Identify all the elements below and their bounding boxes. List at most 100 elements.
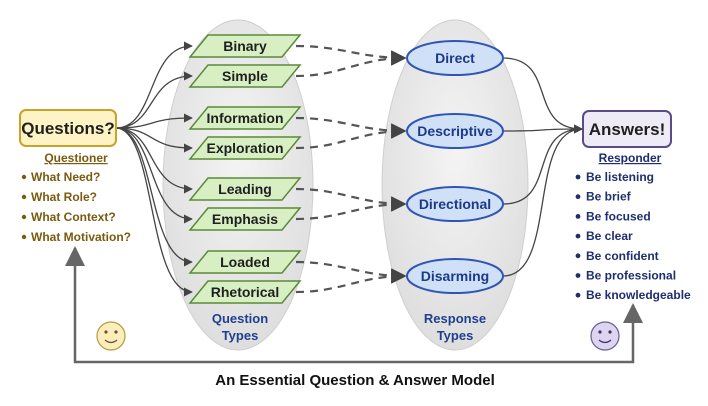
bullet-icon: [575, 253, 581, 259]
questioner-item-label: What Role?: [31, 190, 97, 204]
bullet-icon: [575, 214, 581, 219]
question-types-title-line2: Types: [222, 328, 259, 343]
question-type-item: Exploration: [188, 136, 302, 160]
response-type-item: Directional: [406, 186, 504, 222]
questioner-item-label: What Need?: [31, 170, 100, 184]
question-connector: [115, 127, 193, 224]
responder-title: Responder: [599, 151, 662, 165]
responder-list-item: Be confident: [575, 249, 659, 263]
question-connectors: [115, 41, 193, 297]
question-connector: [115, 41, 193, 129]
responder-item-label: Be brief: [586, 190, 632, 204]
answer-connector: [502, 124, 583, 277]
questioner-item-label: What Motivation?: [31, 230, 131, 244]
question-type-item: Binary: [188, 34, 302, 58]
responder-list-item: Be professional: [575, 269, 676, 283]
questioner-list-item: What Role?: [21, 190, 97, 204]
question-type-item: Leading: [188, 177, 302, 201]
responder-item-label: Be confident: [586, 249, 659, 263]
question-type-shape: [188, 250, 302, 274]
question-connector: [115, 127, 193, 153]
responder-item-label: Be focused: [586, 209, 651, 223]
response-types-title-line1: Response: [424, 311, 486, 326]
response-type-shape: [406, 40, 504, 76]
bullet-icon: [21, 174, 27, 180]
question-types-title-line1: Question: [212, 311, 268, 326]
questions-box: Questions?: [19, 109, 117, 147]
questioner-list-item: What Context?: [21, 210, 116, 224]
diagram-title: An Essential Question & Answer Model: [215, 372, 495, 389]
response-type-label: Disarming: [421, 268, 489, 284]
answer-connector: [502, 124, 583, 205]
response-type-label: Descriptive: [417, 123, 493, 139]
answers-box: Answers!: [582, 110, 672, 148]
question-connector: [115, 71, 193, 129]
feedback-loop-line: [65, 246, 643, 364]
answer-connector: [502, 124, 583, 134]
response-type-item: Descriptive: [406, 113, 504, 149]
response-type-shape: [406, 186, 504, 222]
dashed-connector: [295, 268, 407, 294]
responder-item-label: Be listening: [586, 170, 654, 184]
responder-list-item: Be focused: [575, 209, 651, 223]
answer-connectors: [502, 57, 583, 277]
response-type-shape: [406, 258, 504, 294]
question-type-label: Leading: [218, 181, 272, 197]
responder-list-item: Be listening: [575, 170, 654, 184]
response-type-label: Directional: [419, 196, 491, 212]
bullet-icon: [21, 234, 27, 240]
responder-item-label: Be professional: [586, 269, 676, 283]
bullet-icon: [575, 194, 581, 200]
question-type-shape: [188, 207, 302, 231]
response-type-shape: [406, 113, 504, 149]
responder-list-item: Be brief: [575, 190, 632, 204]
bullet-icon: [21, 194, 27, 200]
question-type-label: Exploration: [206, 140, 283, 156]
question-type-item: Information: [188, 106, 302, 130]
question-connector: [115, 127, 193, 194]
dashed-connector: [295, 44, 407, 66]
question-type-list: BinarySimpleInformationExplorationLeadin…: [188, 34, 302, 304]
question-type-item: Simple: [188, 64, 302, 88]
question-type-label: Loaded: [220, 254, 270, 270]
responder-list: Be listening Be brief Be focused Be clearBe…: [575, 170, 691, 302]
responder-list-item: Be clear: [575, 229, 633, 243]
bullet-icon: [575, 273, 581, 278]
smiley-face-icon: [590, 321, 620, 351]
question-type-item: Loaded: [188, 250, 302, 274]
response-types-title-line2: Types: [437, 328, 474, 343]
question-type-label: Rhetorical: [211, 284, 279, 300]
question-type-shape: [188, 136, 302, 160]
smiley-face-icon: [96, 321, 126, 351]
question-type-label: Binary: [223, 38, 267, 54]
answer-connector: [502, 57, 583, 134]
question-type-shape: [188, 64, 302, 88]
dashed-connector: [295, 50, 407, 78]
question-type-shape: [188, 280, 302, 304]
question-connector: [115, 113, 193, 129]
bullet-icon: [21, 214, 27, 220]
questioner-list: What Need? What Role? What Context? What Mo…: [21, 170, 131, 244]
questioner-list-item: What Need?: [21, 170, 100, 184]
response-type-label: Direct: [435, 50, 475, 66]
question-connector: [115, 127, 193, 297]
question-type-label: Emphasis: [212, 211, 278, 227]
responder-item-label: Be clear: [586, 229, 633, 243]
answers-box-label: Answers!: [589, 120, 666, 139]
question-type-item: Rhetorical: [188, 280, 302, 304]
response-type-item: Disarming: [406, 258, 504, 294]
question-type-shape: [188, 106, 302, 130]
question-connector: [115, 127, 193, 267]
responder-item-label: Be knowledgeable: [586, 288, 691, 302]
bullet-icon: [575, 233, 581, 239]
question-type-shape: [188, 34, 302, 58]
questions-box-label: Questions?: [21, 119, 115, 138]
dashed-connector: [295, 260, 407, 284]
bullet-icon: [575, 292, 581, 298]
question-type-label: Information: [207, 110, 284, 126]
questioner-item-label: What Context?: [31, 210, 116, 224]
responder-list-item: Be knowledgeable: [575, 288, 691, 302]
questioner-title: Questioner: [44, 151, 108, 165]
